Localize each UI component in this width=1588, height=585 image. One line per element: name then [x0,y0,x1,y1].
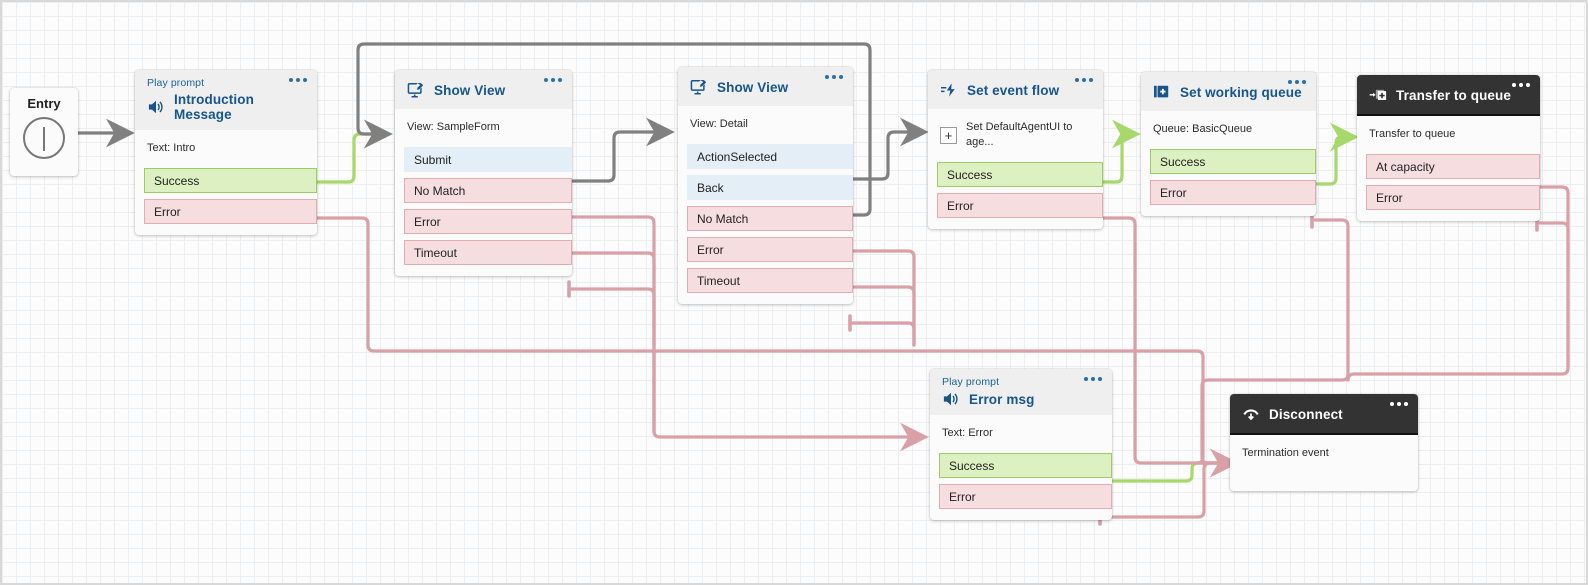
port-error[interactable]: Error [1366,185,1540,210]
event-flow-icon [940,82,958,98]
node-title: Transfer to queue [1396,87,1511,103]
port-no-match[interactable]: No Match [687,206,853,231]
edge-detail-nomatch [851,249,916,347]
more-options-icon[interactable] [825,75,843,79]
edge-transfer-error [1538,221,1570,370]
node-kicker: Play prompt [147,77,205,89]
edge-detail-timeout [851,321,916,347]
node-header[interactable]: Set event flow [928,70,1103,109]
node-title: Introduction Message [174,92,254,122]
node-subtext: Set DefaultAgentUI to age... [966,121,1073,148]
node-subtext: Text: Error [942,427,993,439]
node-title: Disconnect [1269,406,1343,422]
node-error-msg[interactable]: Play prompt Error msg Text: Error Succes… [930,369,1112,520]
port-error[interactable]: Error [1150,180,1316,205]
edge-sampleform-error [570,251,656,433]
node-header[interactable]: Transfer to queue [1357,75,1540,116]
port-back[interactable]: Back [687,175,853,200]
node-subtext-row: + Set DefaultAgentUI to age... [928,120,1103,150]
node-set-event-flow[interactable]: Set event flow + Set DefaultAgentUI to a… [928,70,1103,229]
node-header[interactable]: Disconnect [1230,394,1418,435]
port-submit[interactable]: Submit [404,147,572,172]
edge-errormsg-error [1101,461,1236,519]
edge-sampleform-timeout [570,287,656,433]
node-show-view-sampleform[interactable]: Show View View: SampleForm Submit No Mat… [395,70,572,276]
edge-errormsg-success [1101,448,1239,483]
more-options-icon[interactable] [544,78,562,82]
more-options-icon[interactable] [1390,402,1408,406]
node-subtext: Transfer to queue [1369,128,1456,140]
edge-eventflow-success [1100,119,1141,184]
more-options-icon[interactable] [1084,377,1102,381]
node-title: Error msg [969,391,1035,407]
disconnect-icon [1242,406,1260,422]
port-timeout[interactable]: Timeout [404,240,572,265]
speaker-icon [942,391,960,407]
start-event-icon [23,117,65,159]
entry-label: Entry [27,96,61,111]
port-timeout[interactable]: Timeout [687,268,853,293]
speaker-icon [147,99,165,115]
node-title: Set event flow [967,82,1060,98]
node-title: Show View [434,82,506,98]
more-options-icon[interactable] [1075,78,1093,82]
node-subtext: Queue: BasicQueue [1153,123,1253,135]
more-options-icon[interactable] [289,78,307,82]
port-success[interactable]: Success [144,168,317,193]
port-error[interactable]: Error [939,484,1112,509]
node-header[interactable]: Show View [678,67,853,106]
node-subtext: View: Detail [690,118,748,130]
node-title: Show View [717,79,789,95]
port-action-selected[interactable]: ActionSelected [687,144,853,169]
port-success[interactable]: Success [937,162,1103,187]
monitor-edit-icon [407,82,425,98]
edge-actionselected-to-eventflow [851,117,929,181]
node-kicker: Play prompt [942,376,1000,388]
node-header[interactable]: Show View [395,70,572,109]
edge-eventflow-error [1100,216,1239,478]
node-introduction-message[interactable]: Play prompt Introduction Message Text: I… [135,70,317,235]
node-subtext: View: SampleForm [407,121,500,133]
port-no-match[interactable]: No Match [404,178,572,203]
port-error[interactable]: Error [144,199,317,224]
port-error[interactable]: Error [937,193,1103,218]
edge-submit-to-detail [570,117,675,183]
node-subtext: Text: Intro [147,142,196,154]
edge-workingqueue-success [1313,122,1359,186]
port-error[interactable]: Error [687,237,853,262]
more-options-icon[interactable] [1512,83,1530,87]
node-transfer-to-queue[interactable]: Transfer to queue Transfer to queue At c… [1357,75,1540,221]
node-disconnect[interactable]: Disconnect Termination event [1230,394,1418,491]
monitor-edit-icon [690,79,708,95]
transfer-queue-icon [1369,87,1387,103]
node-header[interactable]: Play prompt Introduction Message [135,70,317,130]
node-title: Set working queue [1180,84,1302,100]
port-at-capacity[interactable]: At capacity [1366,154,1540,179]
port-error[interactable]: Error [404,209,572,234]
edge-intro-success [312,119,393,184]
node-header[interactable]: Set working queue [1141,72,1316,111]
edge-detail-error [851,285,916,347]
node-header[interactable]: Play prompt Error msg [930,369,1112,415]
node-show-view-detail[interactable]: Show View View: Detail ActionSelected Ba… [678,67,853,304]
queue-plus-icon [1153,84,1171,100]
port-success[interactable]: Success [939,453,1112,478]
node-subtext: Termination event [1242,447,1329,459]
port-success[interactable]: Success [1150,149,1316,174]
add-icon[interactable]: + [940,126,957,144]
entry-node[interactable]: Entry [10,88,78,176]
more-options-icon[interactable] [1288,80,1306,84]
node-set-working-queue[interactable]: Set working queue Queue: BasicQueue Succ… [1141,72,1316,216]
